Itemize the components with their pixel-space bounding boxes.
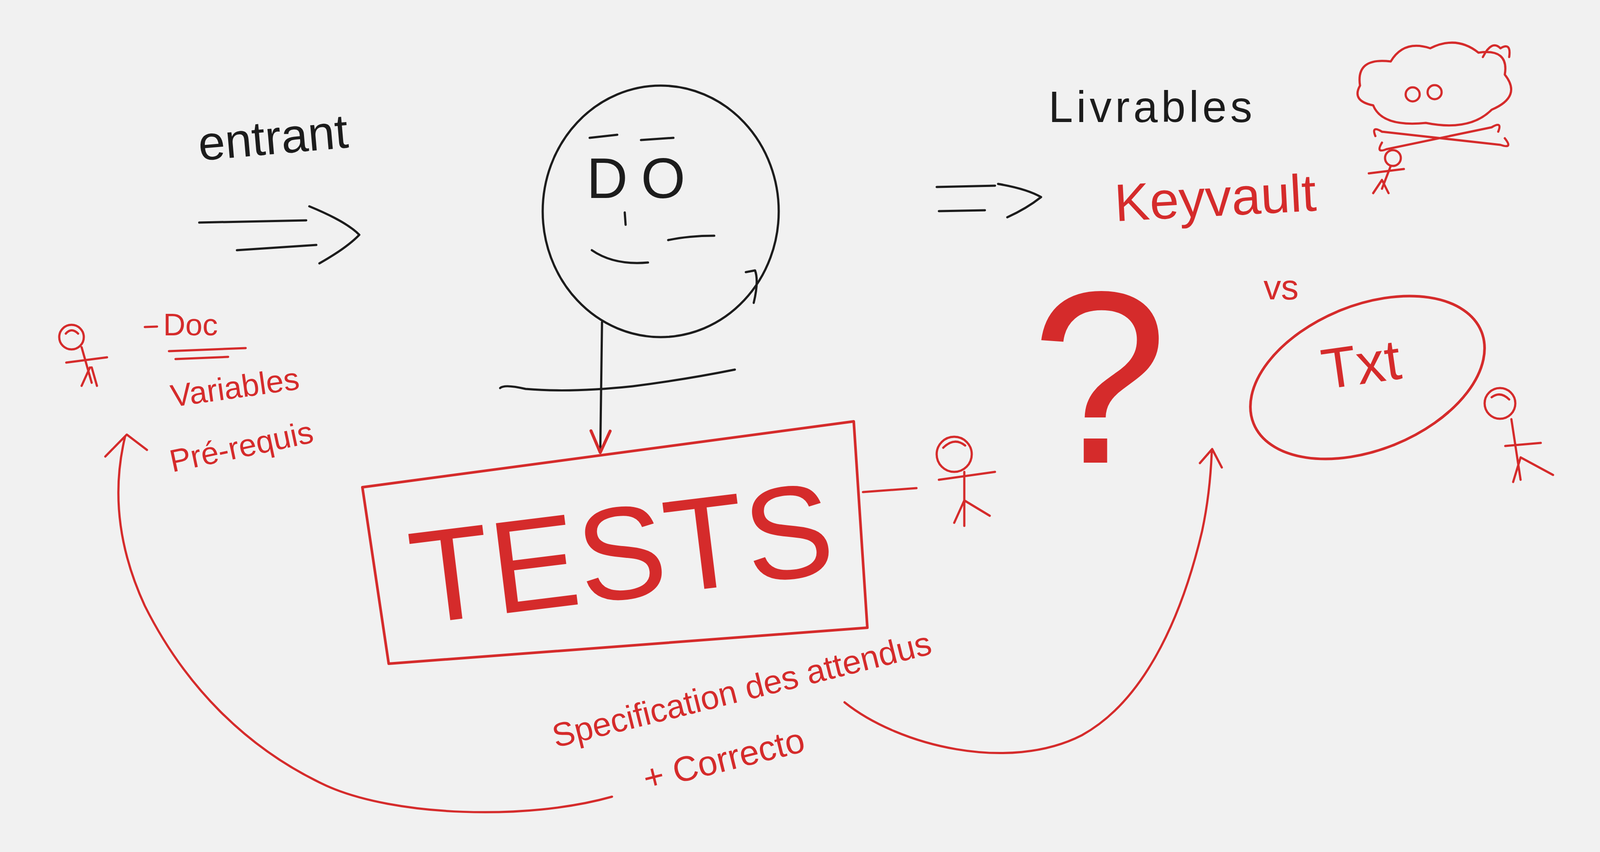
skull-eye [1427, 85, 1442, 100]
output-arrow [936, 183, 1042, 218]
deliverables-heading: Livrables [1048, 81, 1256, 133]
face-circle-outline [540, 83, 781, 339]
node-text: Txt [1317, 330, 1405, 398]
skull [1357, 42, 1511, 126]
leader-line [862, 487, 917, 492]
txt-ellipse: Txt [1231, 280, 1504, 474]
versus-label: vs [1263, 267, 1299, 308]
label-text: ? [1031, 254, 1168, 501]
face-outline [542, 85, 779, 337]
label-text: Livrables [1048, 81, 1256, 133]
question-mark: ? [1031, 254, 1168, 501]
tests-box: TESTS [362, 421, 868, 664]
face-circle: DO [540, 83, 781, 339]
label-text: + Correcto [638, 719, 809, 799]
input-arrow [199, 206, 360, 264]
node-text: TESTS [402, 461, 840, 645]
crossbones [1374, 45, 1510, 151]
note-line: + Correcto [638, 719, 809, 799]
label-text: Variables [168, 359, 301, 414]
eyebrows [589, 134, 674, 140]
note-item: Variables [168, 359, 301, 414]
input-label: entrant [195, 103, 351, 172]
note-item: Doc [163, 307, 218, 343]
keyvault-label: Keyvault [1113, 161, 1318, 233]
stick-figure [1491, 394, 1554, 482]
nose [624, 212, 626, 225]
shoulders [500, 369, 735, 391]
stick-figure-head [1385, 150, 1401, 166]
label-text: Doc [163, 307, 218, 343]
note-item: Pré-requis [166, 413, 317, 480]
stick-figure [65, 330, 108, 387]
box-outline [362, 421, 868, 664]
cheek-stroke [668, 235, 757, 303]
stick-figure-head [59, 324, 84, 350]
stick-figure [1368, 165, 1404, 194]
stick-figure [938, 441, 996, 526]
skull-eye [1405, 87, 1420, 102]
smile [591, 250, 648, 263]
label-text: Pré-requis [166, 413, 317, 480]
ellipse-outline [1226, 264, 1509, 491]
label-text: entrant [195, 103, 351, 172]
stick-figure-head [1484, 387, 1516, 419]
connector [600, 322, 602, 453]
label-text: vs [1263, 267, 1299, 308]
label-text: Keyvault [1113, 161, 1318, 233]
node-text: DO [586, 149, 699, 207]
